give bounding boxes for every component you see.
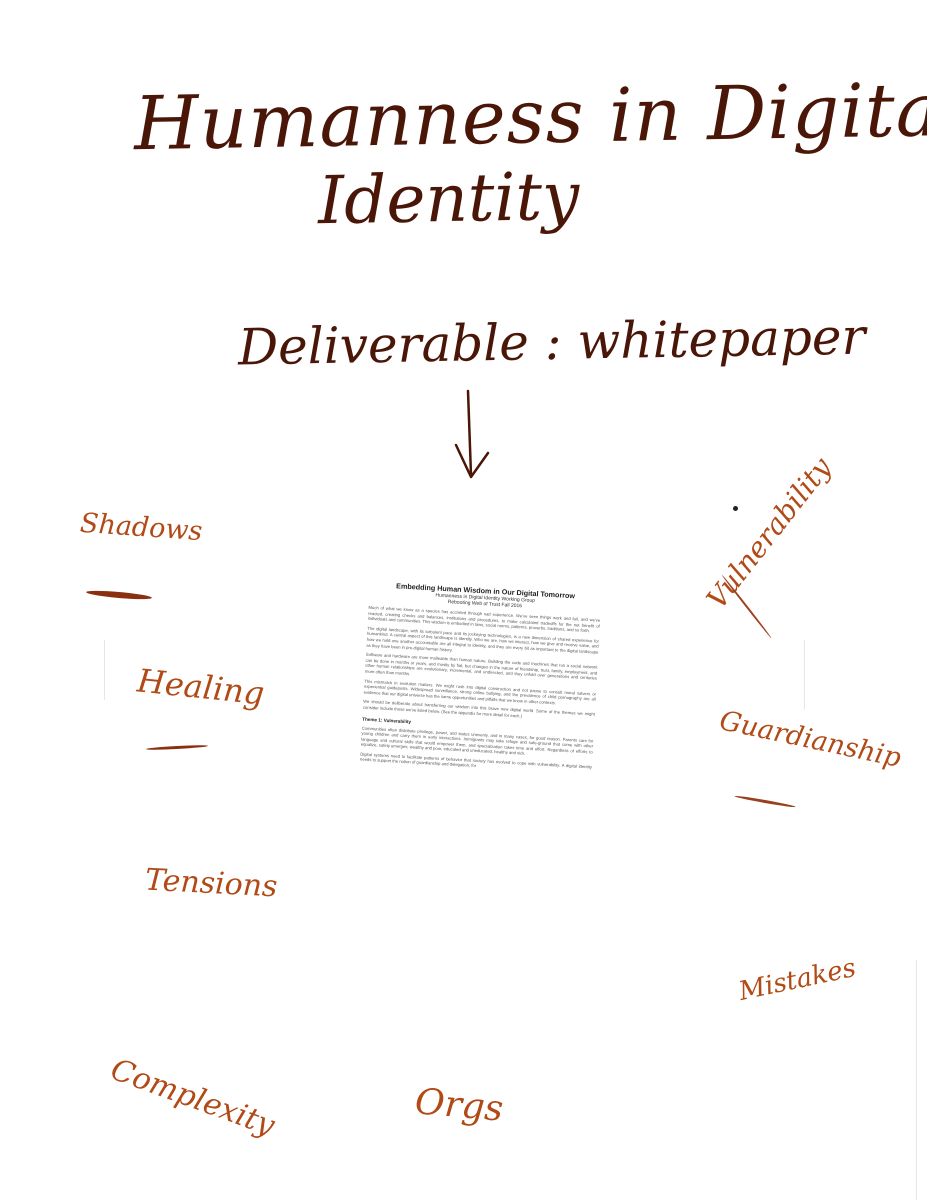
whitepaper-document: Embedding Human Wisdom in Our Digital To… <box>346 573 606 952</box>
marker-stroke <box>734 794 796 809</box>
marker-dot <box>733 506 738 511</box>
word-healing: Healing <box>135 661 267 713</box>
faint-line <box>104 640 105 700</box>
word-mistakes: Mistakes <box>736 952 859 1008</box>
word-complexity: Complexity <box>106 1052 280 1144</box>
word-orgs: Orgs <box>413 1081 505 1130</box>
marker-stroke <box>145 744 209 751</box>
faint-line <box>916 960 917 1200</box>
word-guardianship: Guardianship <box>716 705 904 774</box>
word-tensions: Tensions <box>144 862 279 905</box>
faint-line <box>804 640 805 710</box>
marker-stroke <box>85 589 153 601</box>
word-shadows: Shadows <box>79 507 204 548</box>
down-arrow-icon <box>454 389 490 479</box>
title-line-2: Identity <box>317 157 580 240</box>
deliverable-label: Deliverable : whitepaper <box>237 307 866 377</box>
word-vulnerability: Vulnerability <box>699 451 839 615</box>
title-line-1: Humanness in Digital <box>133 66 927 168</box>
